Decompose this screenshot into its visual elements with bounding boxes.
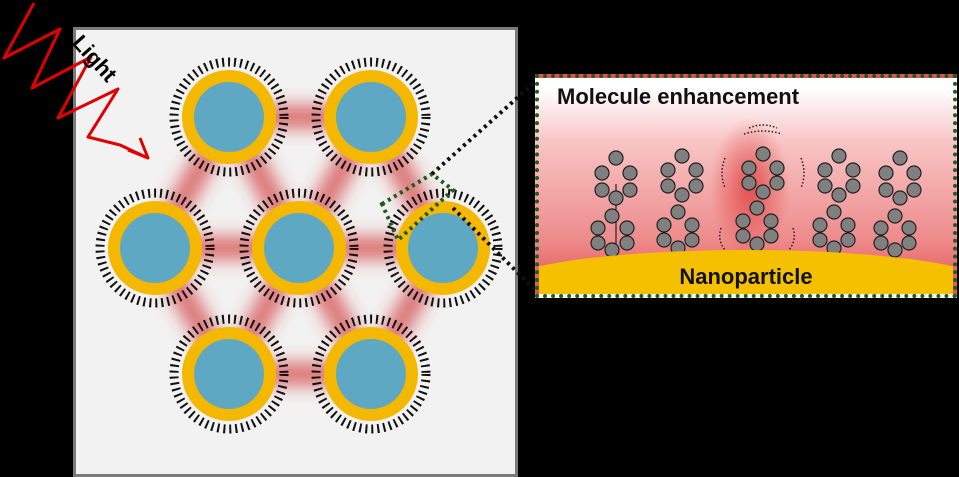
light-wave-arrow-icon [2,2,150,160]
nanoparticle-2 [324,70,418,164]
molecule-coatings [95,57,503,434]
nanoparticle-6 [182,327,276,421]
nanoparticle-3 [108,201,202,295]
molecule-2 [656,148,704,256]
molecule-enhancement-inset: Molecule enhancement [535,74,957,298]
inset-title: Molecule enhancement [557,84,800,109]
nanoparticle-5 [396,201,490,295]
nanoparticle-4 [252,201,346,295]
nanoparticle-surface [539,250,953,294]
vibration-marks-icon [718,124,805,251]
molecule-4 [812,148,861,256]
nanoparticle-7 [324,327,418,421]
molecule-5 [873,150,922,258]
inset-molecules [590,118,922,258]
core-shell-nanoparticles [108,70,490,421]
nanoparticle-1 [182,70,276,164]
zoom-connector-lines [379,80,537,292]
molecule-1 [590,150,638,258]
nanoparticle-label: Nanoparticle [679,264,813,289]
molecule-3-highlighted [735,146,785,252]
